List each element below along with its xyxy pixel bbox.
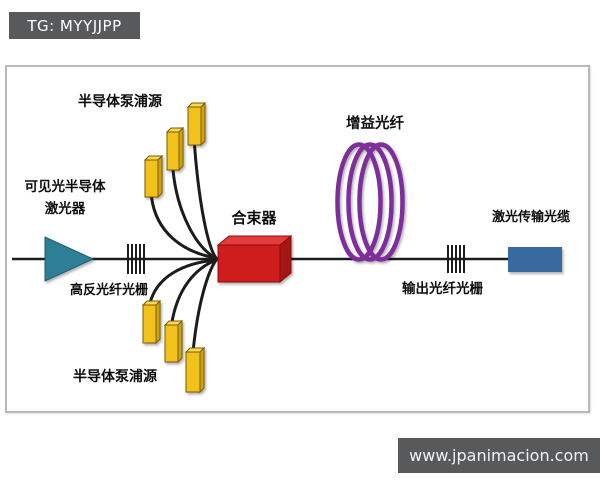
pump-fiber-bundle <box>148 143 218 354</box>
pump-fiber <box>191 258 218 354</box>
combiner-top-face <box>216 235 293 246</box>
combiner-box-icon <box>216 234 293 284</box>
pump-side-face <box>200 101 206 147</box>
watermark-badge: www.jpanimacion.com <box>398 438 600 473</box>
pump-fiber <box>148 258 218 307</box>
label-delivery-cable: 激光传输光缆 <box>492 210 571 225</box>
hr-fiber-grating-icon <box>127 244 145 274</box>
pump-modules <box>141 101 207 394</box>
pump-side-face <box>157 154 163 199</box>
label-visible-laser: 可见光半导体 激光器 <box>14 177 116 220</box>
watermark-text: www.jpanimacion.com <box>409 446 589 465</box>
pump-side-face <box>178 126 184 172</box>
pump-module-icon <box>163 319 184 364</box>
pump-front-face <box>166 131 180 171</box>
pump-side-face <box>155 299 161 345</box>
label-pump-source-top: 半导体泵浦源 <box>78 94 162 110</box>
pump-front-face <box>144 159 159 198</box>
pump-fiber <box>150 195 218 260</box>
pump-fiber <box>193 143 218 260</box>
visible-laser-triangle-icon <box>44 236 95 282</box>
pump-side-face <box>199 346 205 394</box>
combiner-front-face <box>217 244 281 283</box>
pump-fiber <box>170 258 218 327</box>
pump-front-face <box>164 324 179 363</box>
output-fiber-grating-icon <box>447 245 465 273</box>
label-gain-fiber: 增益光纤 <box>346 116 404 132</box>
label-hr-grating: 高反光纤光栅 <box>70 283 149 298</box>
pump-fiber <box>171 168 218 260</box>
tg-badge: TG: MYYJJPP <box>9 12 140 39</box>
delivery-cable-icon <box>508 247 562 272</box>
pump-side-face <box>177 319 183 364</box>
pump-module-icon <box>165 126 185 172</box>
label-pump-source-bottom: 半导体泵浦源 <box>73 369 157 385</box>
diagram-frame <box>5 65 590 413</box>
pump-front-face <box>142 304 157 344</box>
pump-module-icon <box>184 346 206 394</box>
label-visible-laser-line2: 激光器 <box>44 200 86 217</box>
label-combiner: 合束器 <box>231 209 277 227</box>
gain-fiber-coil-icon <box>335 142 405 262</box>
tg-badge-text: TG: MYYJJPP <box>27 16 122 35</box>
pump-module-icon <box>143 154 164 199</box>
label-output-grating: 输出光纤光栅 <box>402 281 483 297</box>
pump-front-face <box>187 106 202 146</box>
pump-module-icon <box>141 299 162 345</box>
label-visible-laser-line1: 可见光半导体 <box>24 179 106 195</box>
pump-module-icon <box>186 101 207 147</box>
pump-front-face <box>185 351 201 393</box>
